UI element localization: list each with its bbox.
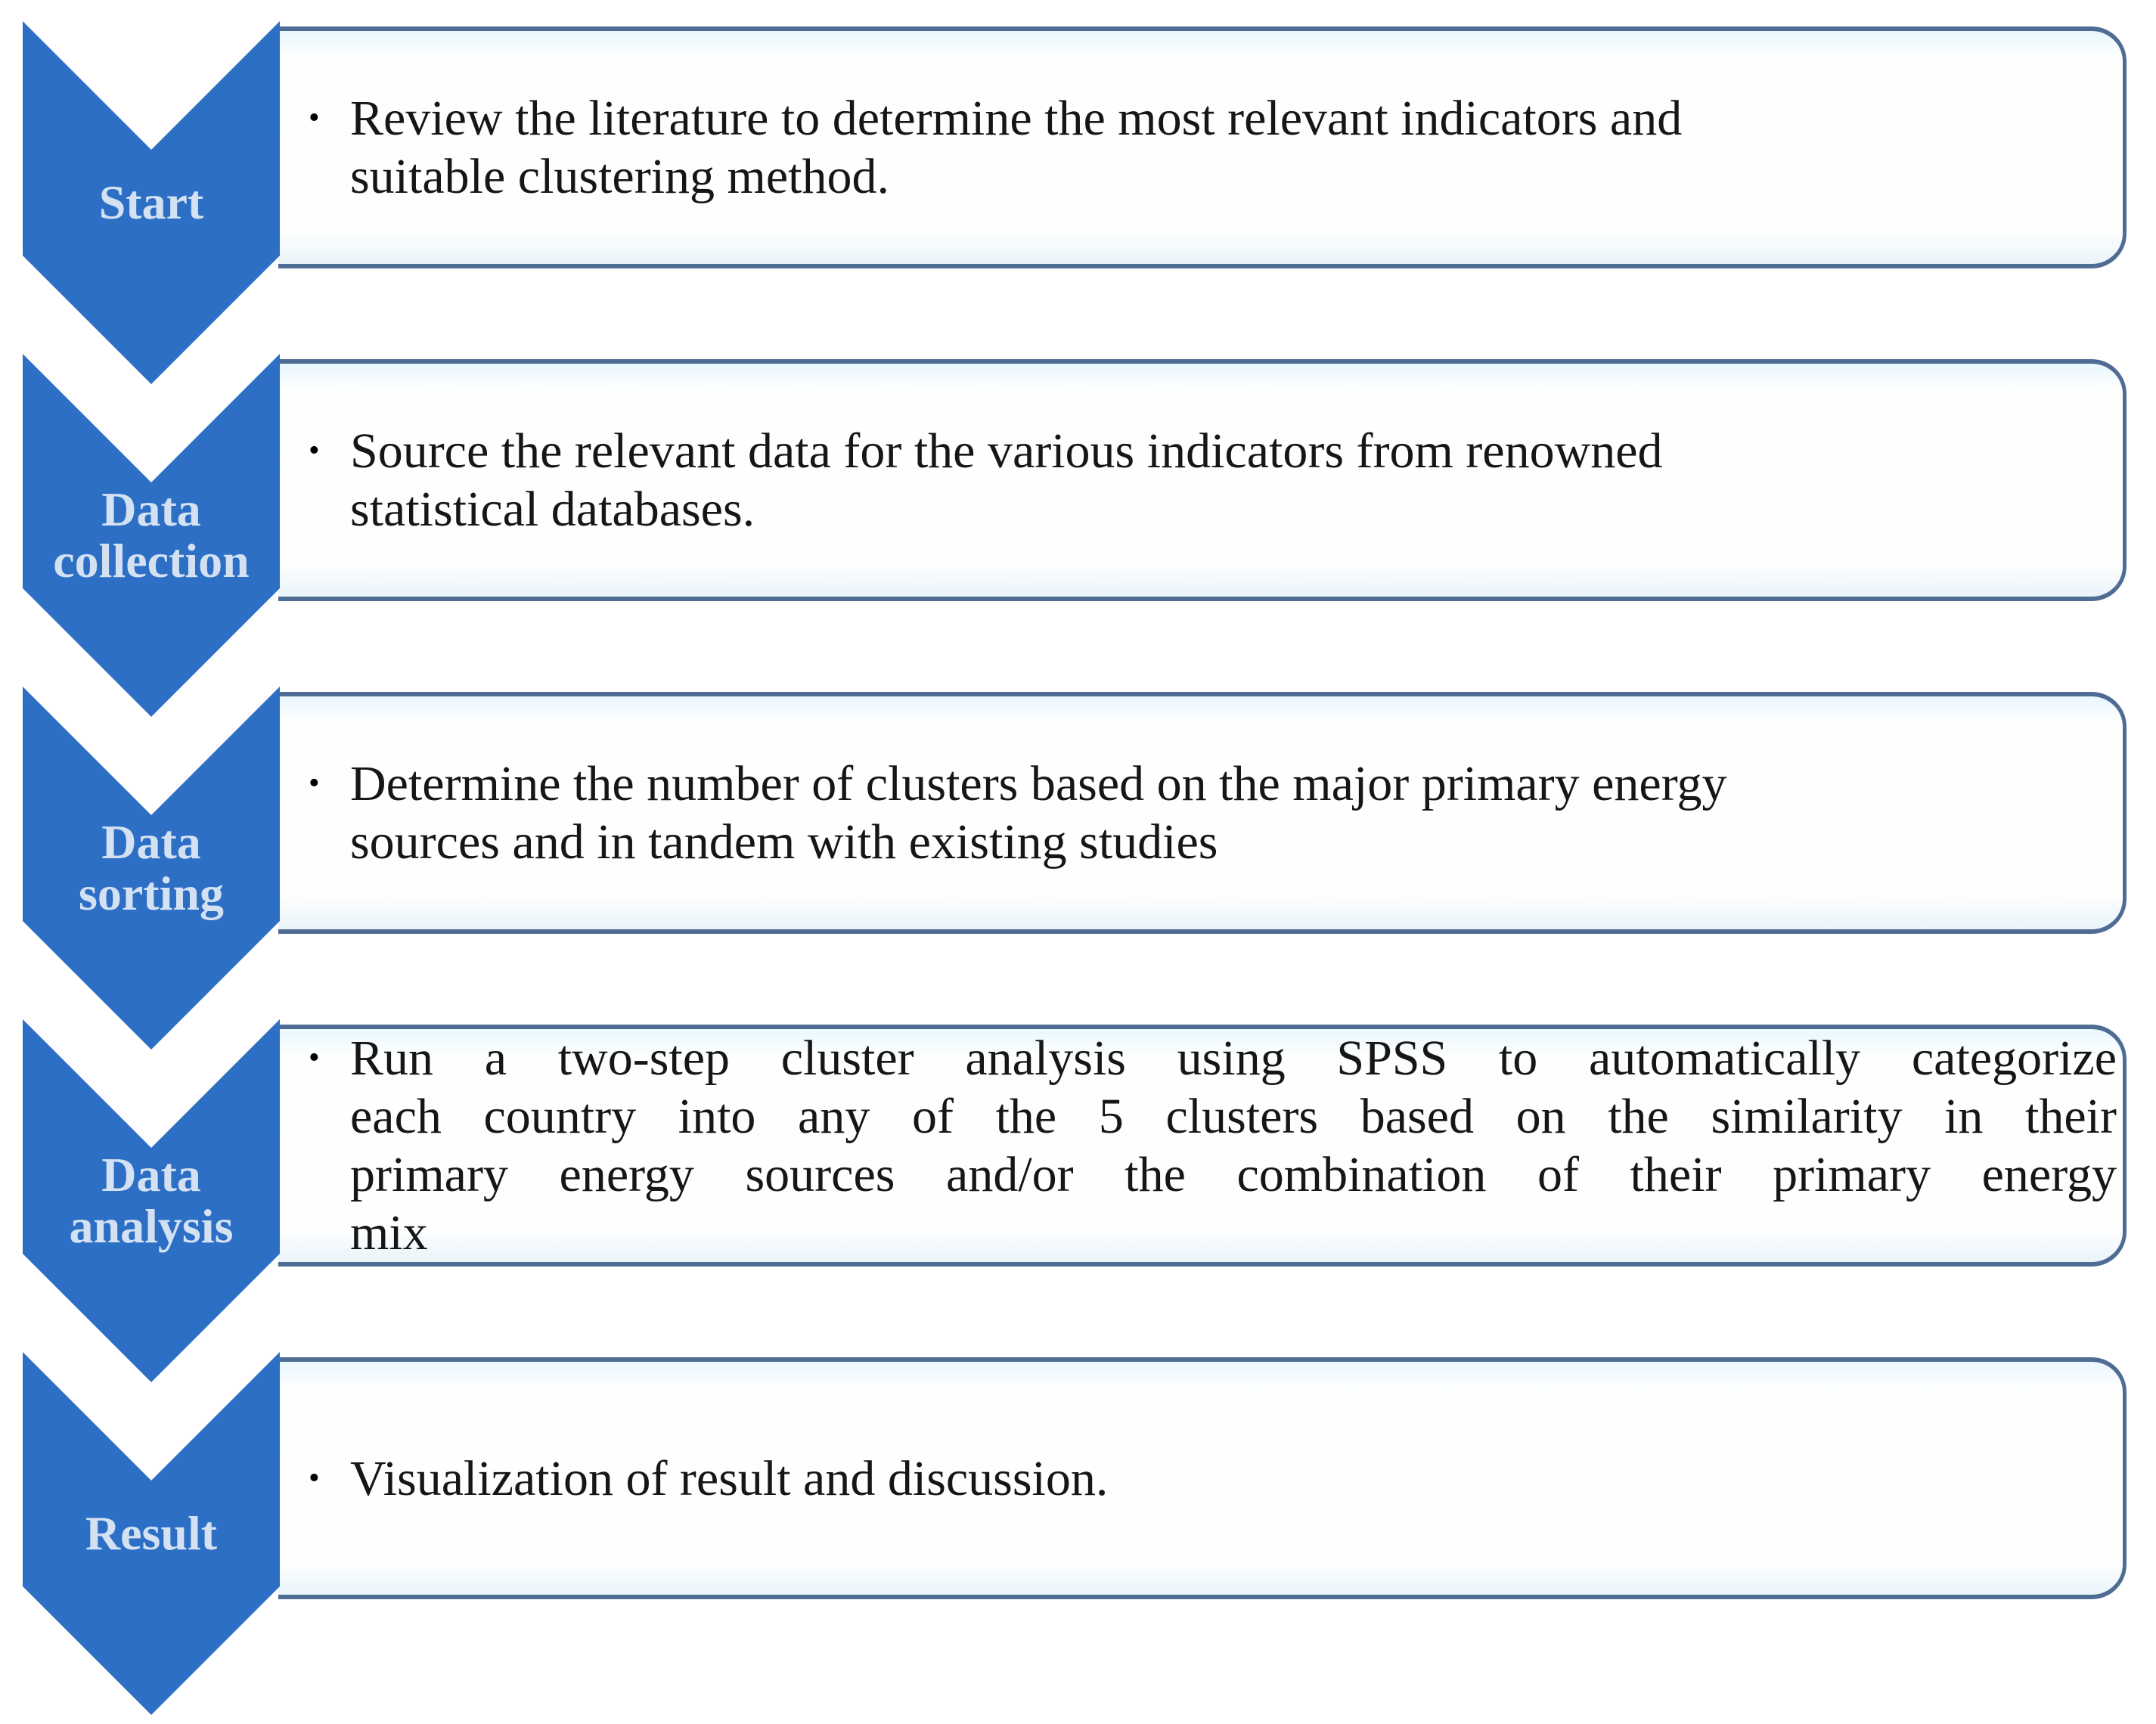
description-line: sources and in tandem with existing stud…	[350, 814, 1218, 870]
description-line: Run a two-step cluster analysis using SP…	[350, 1031, 2117, 1086]
bullet-icon: •	[309, 1460, 320, 1496]
description-line: Visualization of result and discussion.	[350, 1450, 1109, 1506]
description-line: mix	[350, 1205, 428, 1260]
step-description: • Source the relevant data for the vario…	[278, 422, 2123, 538]
bullet-icon: •	[309, 766, 320, 801]
step-description-box: • Review the literature to determine the…	[278, 26, 2127, 268]
bullet-icon: •	[309, 1040, 320, 1075]
bullet-icon: •	[309, 101, 320, 135]
step-label-line: Start	[98, 175, 204, 229]
step-label: Result	[23, 1477, 280, 1590]
step-label-line: Data	[101, 815, 201, 869]
description-line: each country into any of the 5 clusters …	[350, 1089, 2117, 1144]
step-description: • Run a two-step cluster analysis using …	[278, 1029, 2123, 1262]
description-line: primary energy sources and/or the combin…	[350, 1147, 2117, 1202]
step-label-line: analysis	[69, 1199, 234, 1253]
chevron-down-shape	[23, 1352, 280, 1715]
step-label: Start	[23, 146, 280, 259]
step-description: • Review the literature to determine the…	[278, 89, 2123, 206]
description-line: suitable clustering method.	[350, 149, 890, 204]
chevron-down-shape	[23, 21, 280, 384]
step-label-line: Data	[101, 1148, 201, 1202]
step-label-line: collection	[53, 534, 250, 588]
description-line: statistical databases.	[350, 482, 755, 537]
chevron-down-shape	[23, 687, 280, 1050]
step-description-box: • Visualization of result and discussion…	[278, 1357, 2127, 1599]
step-label-line: Result	[85, 1506, 218, 1560]
step-label-line: sorting	[79, 867, 224, 920]
step-description: • Visualization of result and discussion…	[278, 1450, 2123, 1508]
step-description-box: • Run a two-step cluster analysis using …	[278, 1025, 2127, 1267]
bullet-icon: •	[309, 433, 320, 468]
chevron-down-shape	[23, 1019, 280, 1382]
process-step: Start • Review the literature to determi…	[0, 0, 2156, 401]
step-label-line: Data	[101, 482, 201, 536]
description-line: Determine the number of clusters based o…	[350, 756, 1727, 811]
description-line: Review the literature to determine the m…	[350, 91, 1683, 146]
step-description-box: • Determine the number of clusters based…	[278, 692, 2127, 934]
description-line: Source the relevant data for the various…	[350, 423, 1663, 479]
process-step: Result • Visualization of result and dis…	[0, 1331, 2156, 1724]
step-description-box: • Source the relevant data for the vario…	[278, 359, 2127, 601]
step-description: • Determine the number of clusters based…	[278, 755, 2123, 871]
chevron-down-shape	[23, 354, 280, 717]
